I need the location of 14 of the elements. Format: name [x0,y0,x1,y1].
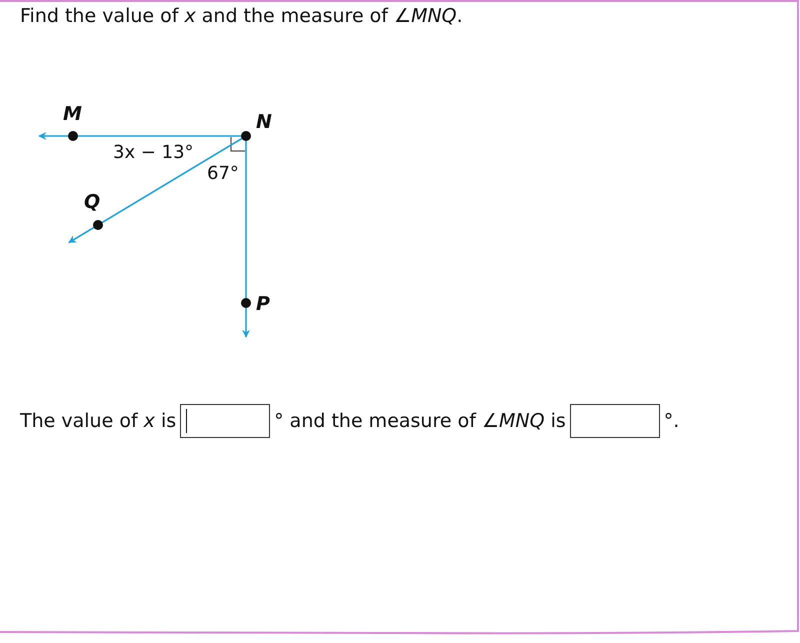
ray-arrow [242,141,250,338]
question-text: Find the value of x and the measure of ∠MNQ. [20,4,463,28]
point-label: Q [84,191,100,213]
point-label: N [256,111,272,133]
angle-label: 67° [207,162,239,186]
answer-text: ° and the measure of ∠MNQ is [274,410,566,432]
point-label: P [256,293,270,315]
answer-text: The value of x is [20,410,176,432]
point-label: M [63,103,82,125]
ray-arrow [38,132,241,140]
angle-label: 3x − 13° [113,141,194,165]
labelled-point [62,103,84,142]
answer-text: °. [664,410,680,432]
ray-arrow [68,138,242,244]
